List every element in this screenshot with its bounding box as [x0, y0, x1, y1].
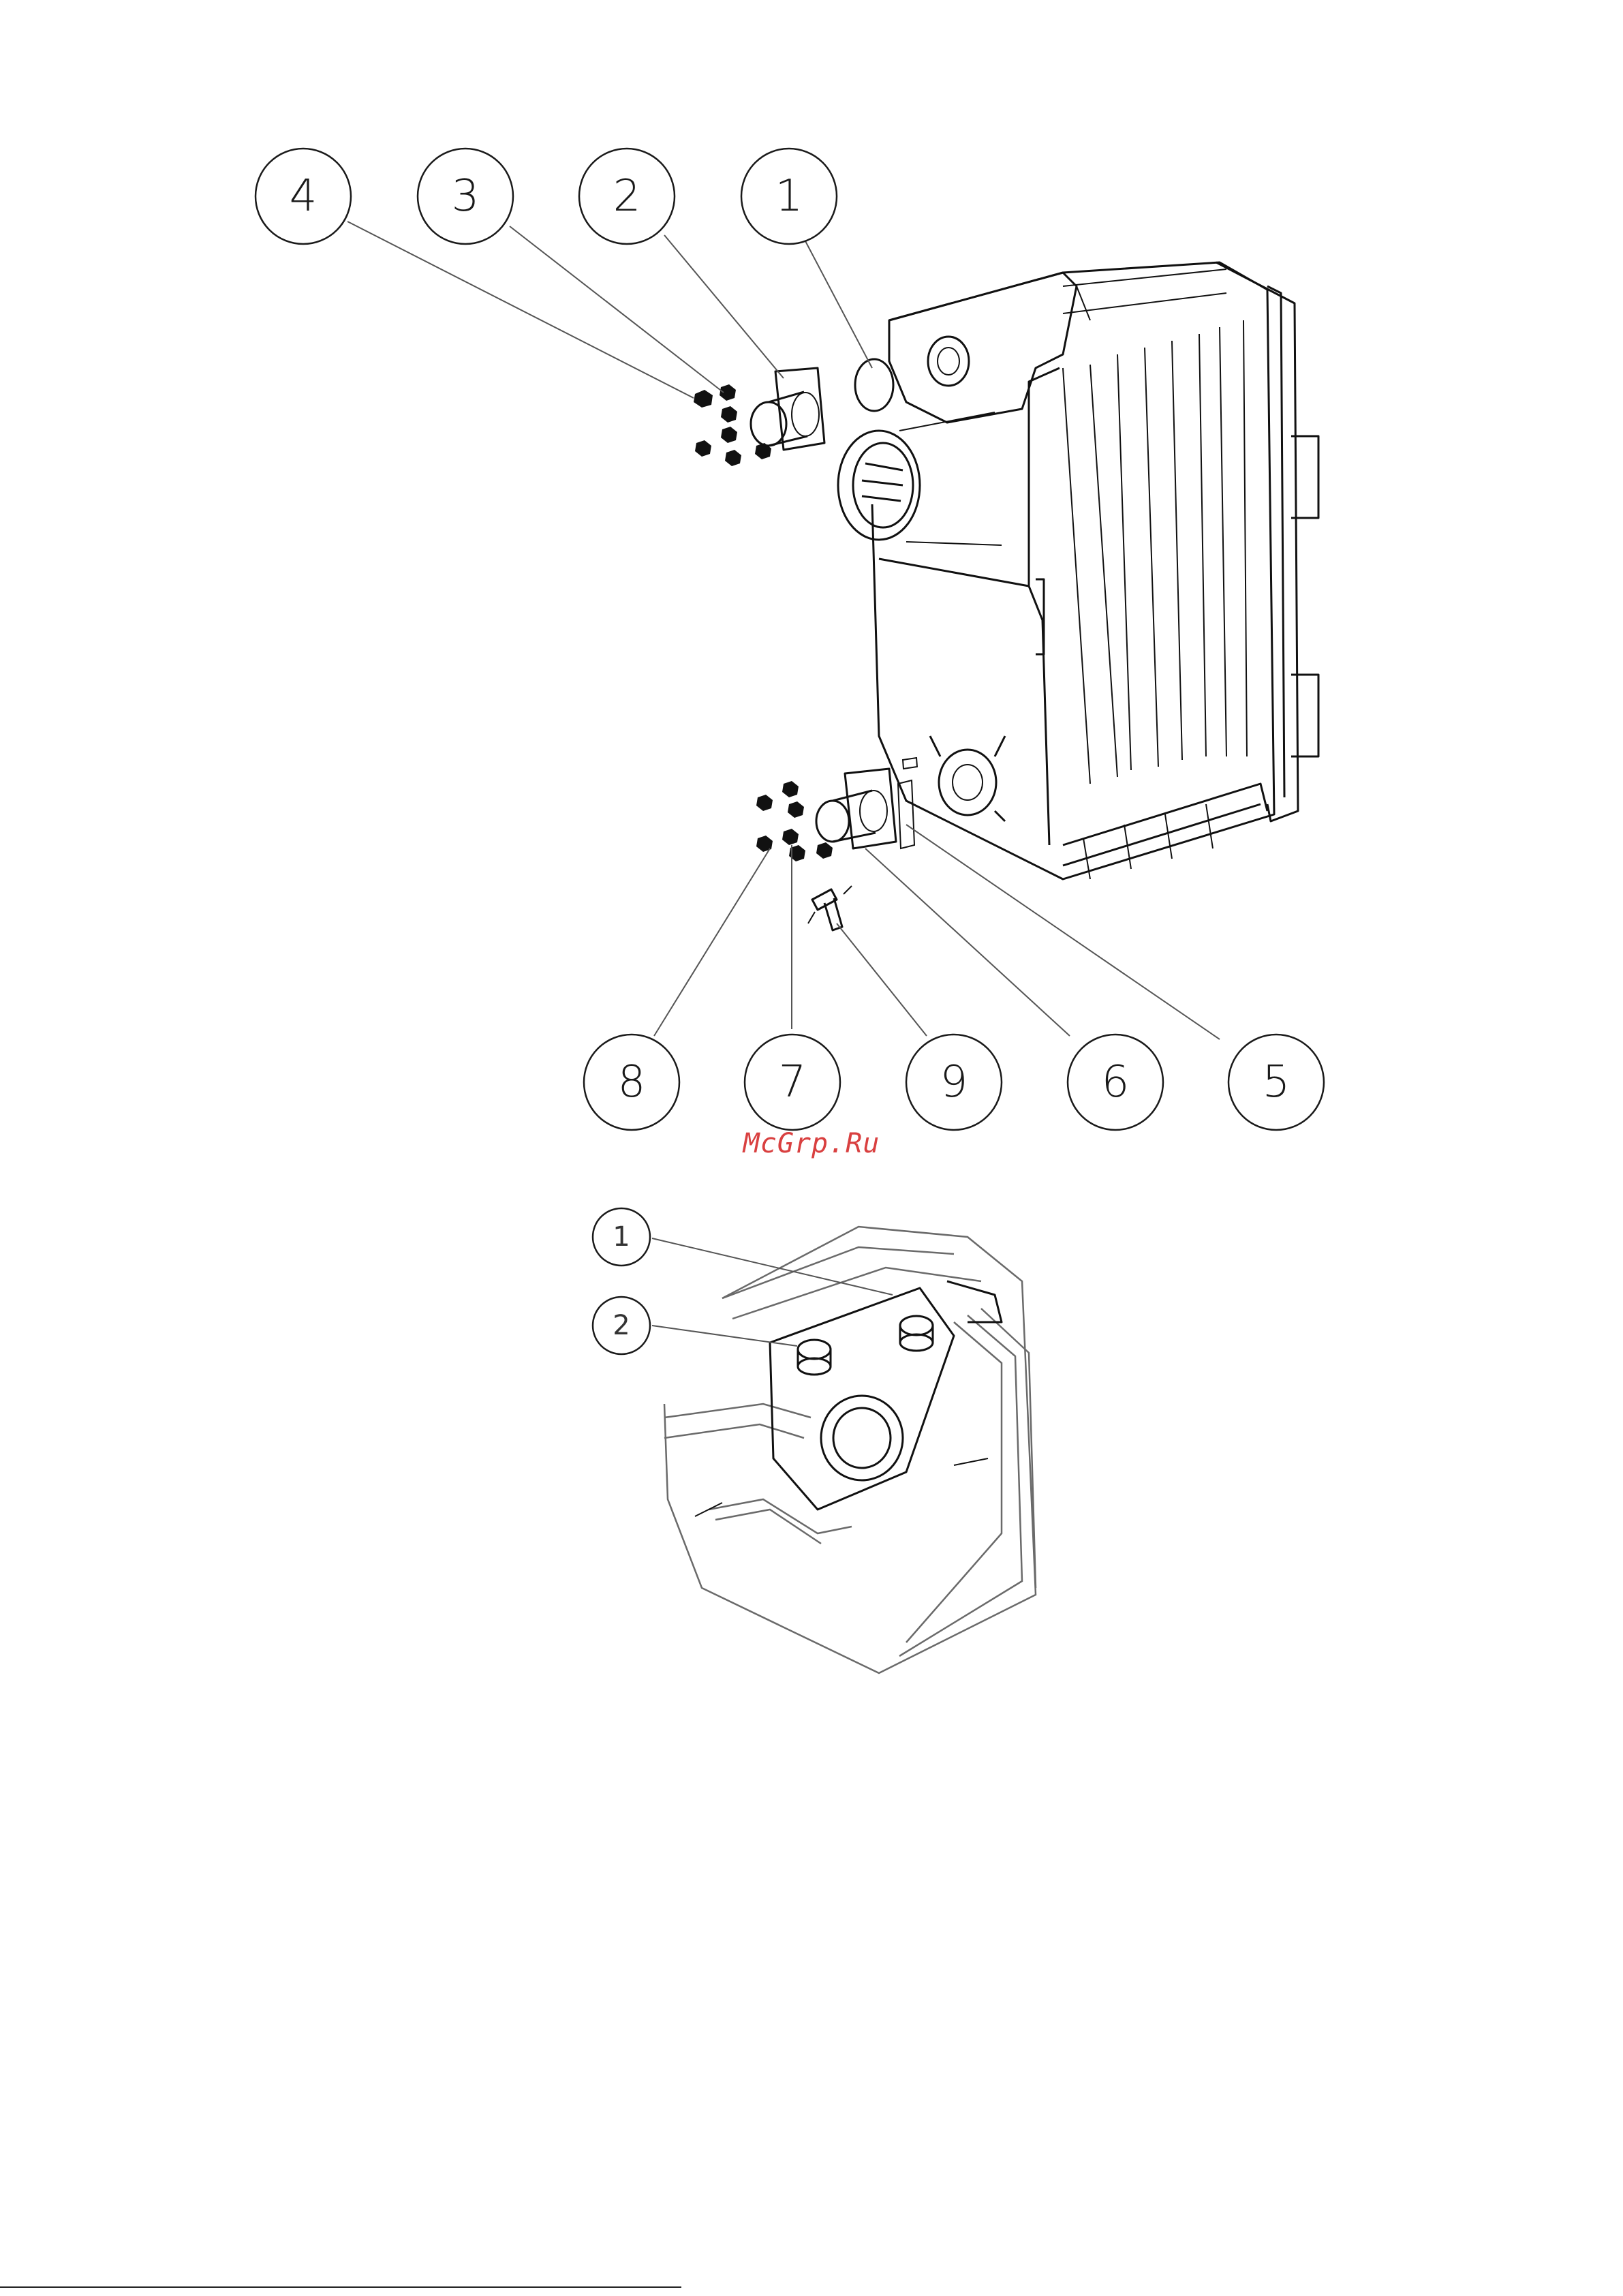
nuts-group-top	[694, 384, 771, 466]
gasket	[898, 780, 914, 848]
callout-detail-2: 2	[593, 1297, 650, 1354]
watermark: McGrp.Ru	[0, 1128, 1623, 1159]
stud-bolt	[903, 758, 917, 769]
callout-label: 7	[779, 1057, 807, 1107]
detail-view	[664, 1227, 1036, 1673]
callout-top-2: 2	[579, 149, 675, 244]
callout-top-3: 3	[418, 149, 513, 244]
callout-label: 6	[1102, 1057, 1130, 1107]
footer-rule	[0, 2286, 681, 2288]
callout-top-1: 1	[741, 149, 837, 244]
drain-tap	[808, 886, 852, 930]
callout-bottom-8: 8	[584, 1035, 679, 1130]
callout-top-4: 4	[256, 149, 351, 244]
pipe-flange-top	[751, 368, 824, 450]
callout-bottom-9: 9	[906, 1035, 1002, 1130]
heat-exchanger-body	[838, 262, 1318, 879]
callout-label: 2	[613, 171, 641, 221]
callout-bottom-7: 7	[745, 1035, 840, 1130]
callout-detail-1: 1	[593, 1208, 650, 1266]
callout-label: 9	[940, 1057, 968, 1107]
nuts-group-bottom	[756, 781, 833, 861]
callout-label: 4	[290, 171, 318, 221]
pipe-flange-bottom	[816, 769, 896, 848]
callout-label: 8	[618, 1057, 646, 1107]
callout-label: 2	[613, 1310, 630, 1341]
callout-label: 1	[775, 171, 803, 221]
callout-label: 3	[452, 171, 480, 221]
callout-label: 1	[613, 1221, 630, 1253]
callout-label: 5	[1263, 1057, 1290, 1107]
callout-bottom-6: 6	[1068, 1035, 1163, 1130]
callout-bottom-5: 5	[1228, 1035, 1324, 1130]
